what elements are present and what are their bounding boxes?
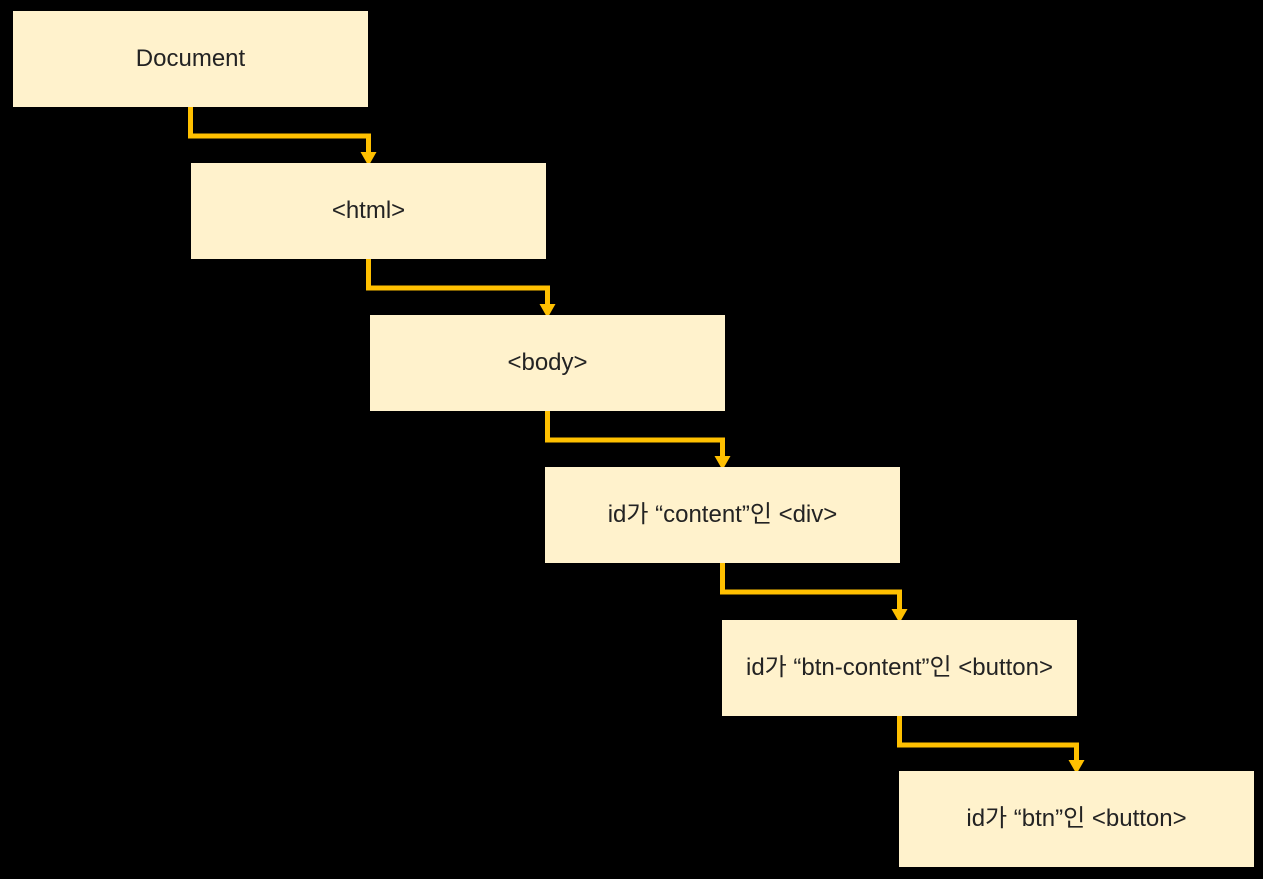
arrow-body-to-div-content [545, 411, 731, 470]
node-div-content-label: id가 “content”인 <div> [607, 501, 838, 529]
node-html: <html> [191, 163, 546, 259]
node-document-label: Document [135, 45, 246, 73]
node-html-label: <html> [331, 197, 406, 225]
node-body-label: <body> [507, 349, 588, 377]
node-btn-content-label: id가 “btn-content”인 <button> [746, 654, 1053, 682]
node-document: Document [13, 11, 368, 107]
node-btn-content: id가 “btn-content”인 <button> [722, 620, 1077, 716]
arrow-html-to-body [366, 259, 556, 318]
arrow-div-content-to-btn-content [720, 563, 908, 623]
arrow-btn-content-to-btn [897, 716, 1085, 774]
node-btn: id가 “btn”인 <button> [899, 771, 1254, 867]
arrow-document-to-html [188, 107, 377, 166]
node-btn-label: id가 “btn”인 <button> [966, 805, 1187, 833]
node-body: <body> [370, 315, 725, 411]
node-div-content: id가 “content”인 <div> [545, 467, 900, 563]
